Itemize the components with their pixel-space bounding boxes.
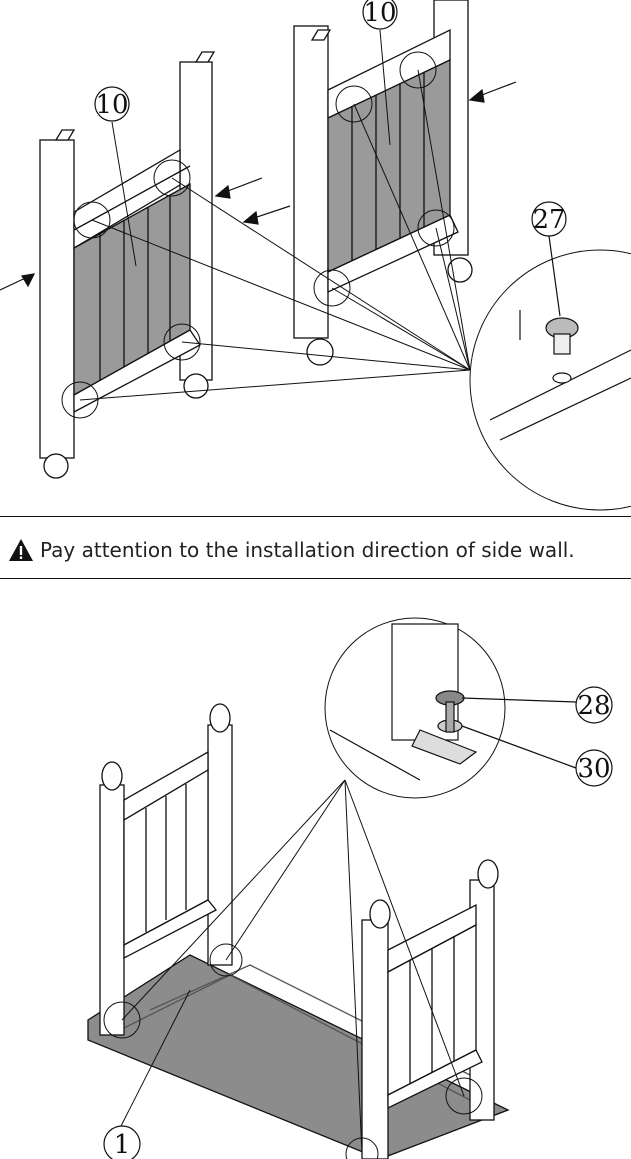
callout-27: 27 — [532, 205, 565, 235]
callout-27-circle — [531, 201, 567, 237]
callout-30-circle — [575, 749, 613, 787]
warning-triangle-icon — [9, 539, 33, 561]
installation-notice-text: Pay attention to the installation direct… — [40, 538, 575, 562]
callout-1: 1 — [114, 1130, 131, 1159]
screw-detail-magnifier — [469, 249, 631, 511]
bottom-left-wall-post-2 — [207, 724, 233, 966]
callout-28-circle — [575, 686, 613, 724]
left-wall-caster-2 — [183, 373, 209, 399]
bolt-detail-magnifier — [324, 617, 506, 799]
callout-10-left: 10 — [95, 90, 128, 120]
callout-10-left-circle — [94, 86, 130, 122]
callout-30: 30 — [577, 754, 610, 784]
callout-10-right: 10 — [363, 0, 396, 28]
callout-10-right-circle — [362, 0, 398, 30]
divider-bottom — [0, 578, 631, 579]
right-wall-front-post — [293, 25, 329, 339]
right-wall-caster — [306, 338, 334, 366]
callout-1-circle — [103, 1125, 141, 1159]
bottom-assembly-figure: 28 30 1 — [87, 617, 613, 1159]
divider-top — [0, 516, 631, 517]
left-wall-front-post — [39, 139, 75, 459]
top-assembly-figure: 10 10 27 — [0, 0, 631, 511]
bottom-right-wall-post-1 — [361, 919, 389, 1159]
callout-28: 28 — [577, 691, 610, 721]
installation-notice: Pay attention to the installation direct… — [8, 535, 575, 565]
left-wall-caster — [43, 453, 69, 479]
bottom-left-wall-post-1 — [99, 784, 125, 1036]
